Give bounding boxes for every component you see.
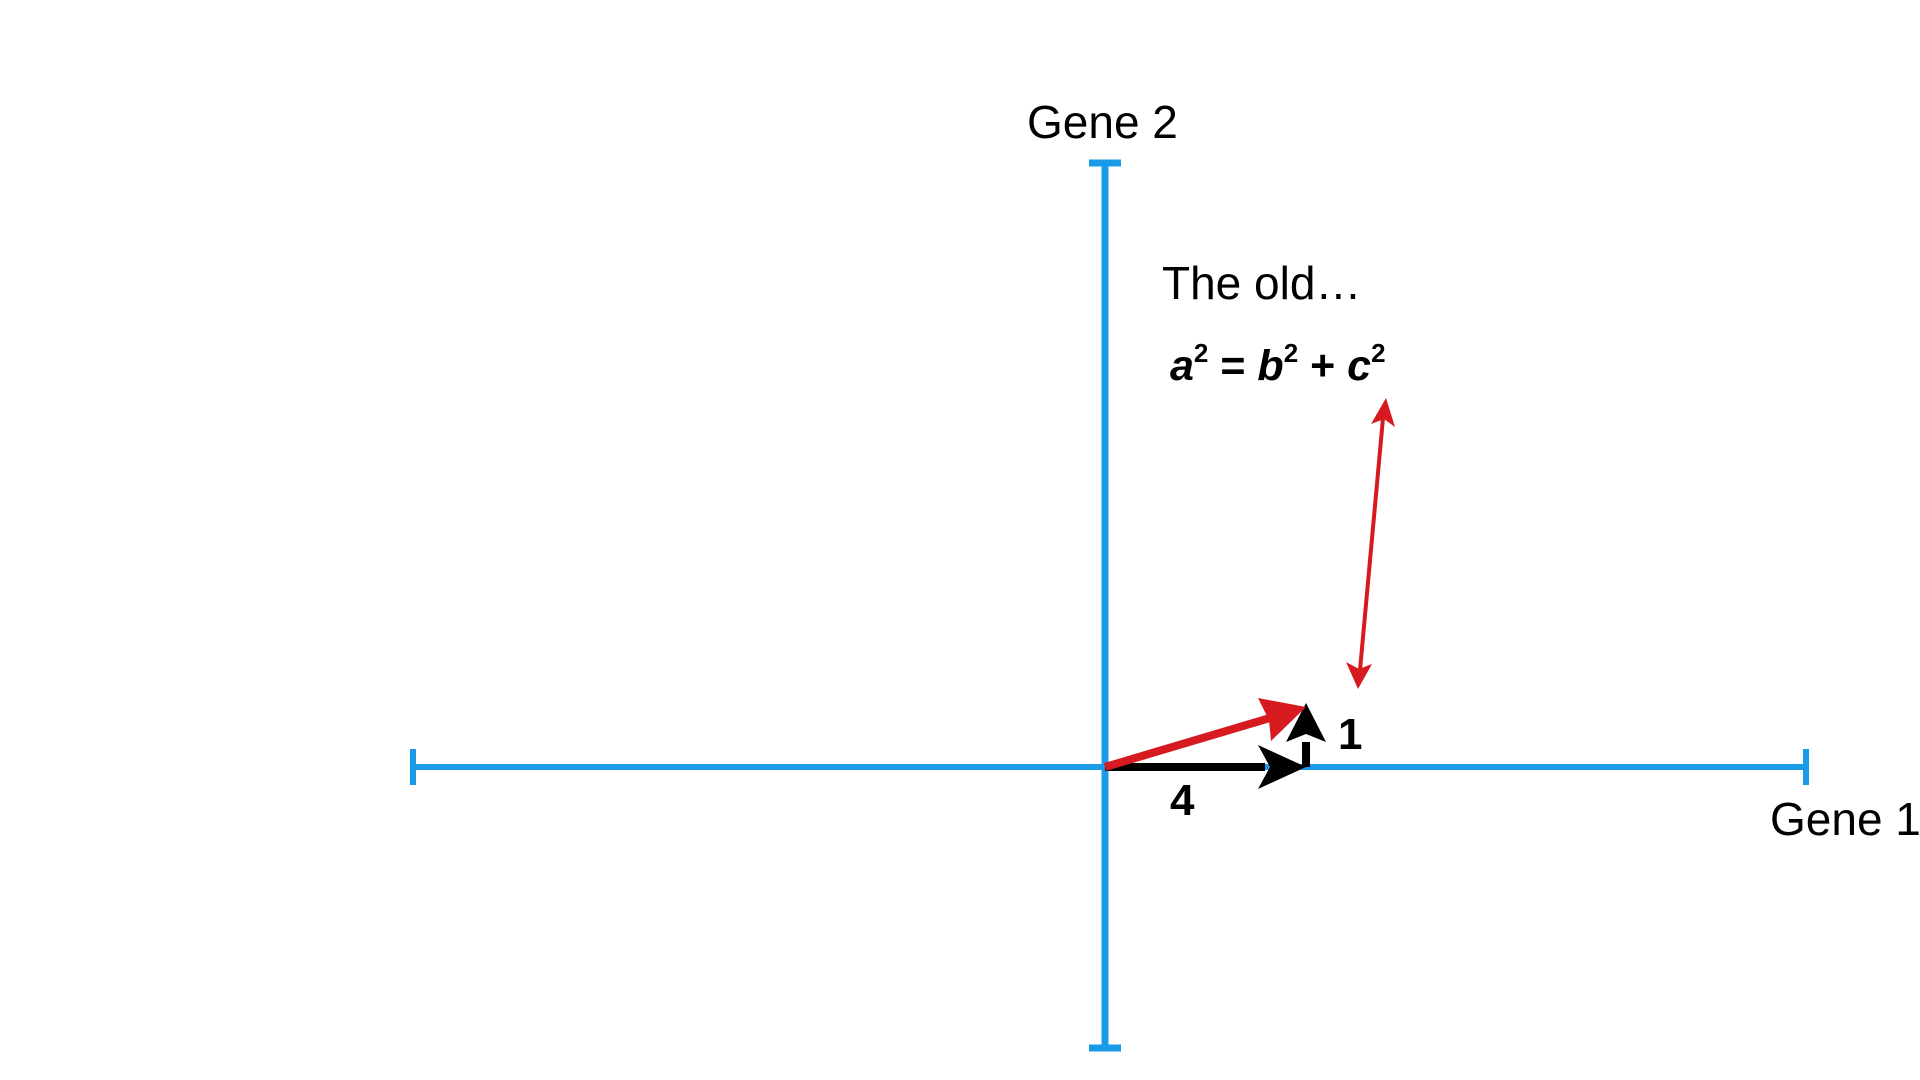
gene2-component-label: 1 xyxy=(1338,710,1363,759)
equation-plus: + xyxy=(1298,342,1348,390)
gene2-axis-label: Gene 2 xyxy=(1027,96,1178,148)
equation-equals: = xyxy=(1208,342,1258,390)
gene2-axis xyxy=(1089,159,1121,1052)
equation-exp-a: 2 xyxy=(1193,338,1209,368)
gene2-component-arrow xyxy=(1286,703,1326,767)
gene1-component-label: 4 xyxy=(1170,776,1195,825)
equation-exp-c: 2 xyxy=(1371,338,1386,368)
pythagorean-equation: a2 = b2 + c2 xyxy=(1170,338,1386,391)
equation-var-a: a xyxy=(1170,342,1194,390)
equation-var-c: c xyxy=(1347,342,1372,390)
hypotenuse-arrow xyxy=(1103,698,1306,771)
pointer-arrow xyxy=(1346,398,1395,689)
gene1-axis-label: Gene 1 xyxy=(1770,793,1920,845)
caption-text: The old… xyxy=(1162,257,1362,309)
gene1-component-arrow xyxy=(1105,745,1306,789)
equation-var-b: b xyxy=(1257,342,1284,390)
equation-exp-b: 2 xyxy=(1283,338,1299,368)
